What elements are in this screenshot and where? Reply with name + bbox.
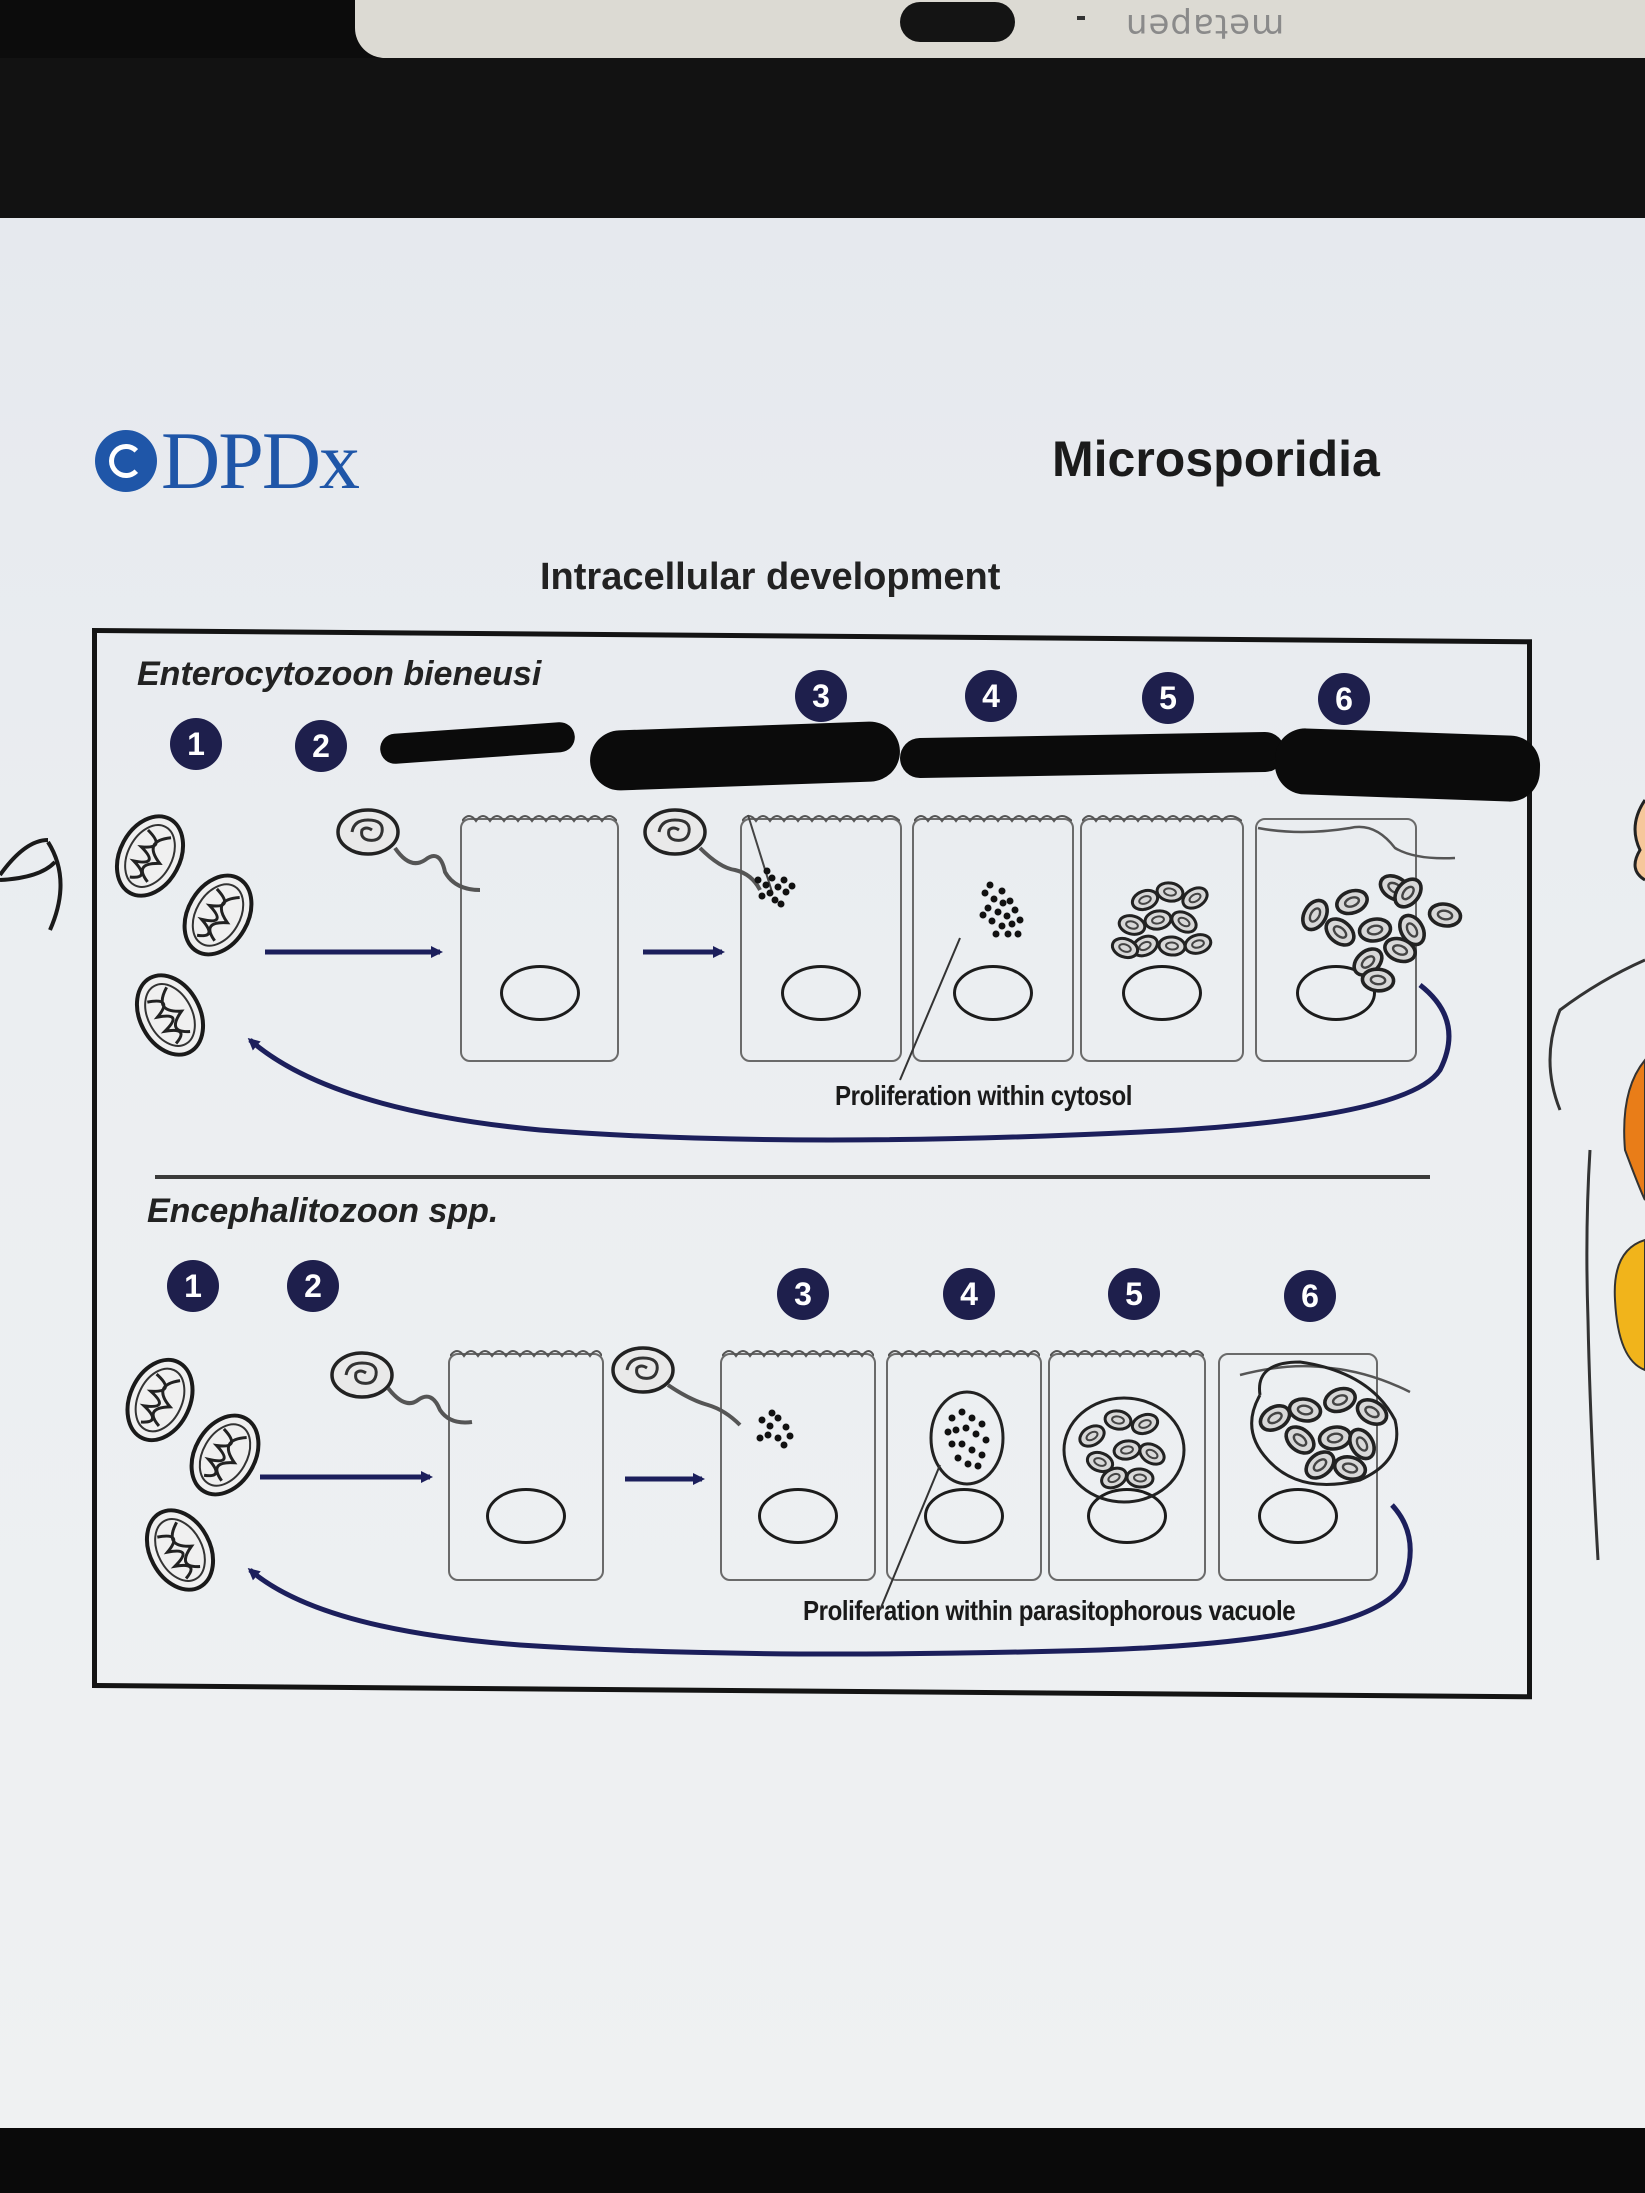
dpdx-logo: DPDx (95, 415, 360, 506)
nucleus (1087, 1488, 1167, 1545)
host-cell (1048, 1350, 1206, 1581)
step-badge-3: 3 (795, 670, 847, 722)
step-badge-5: 5 (1108, 1268, 1160, 1320)
page-title: Microsporidia (1052, 431, 1380, 487)
step-badge-6: 6 (1284, 1270, 1336, 1322)
step-badge-4: 4 (943, 1268, 995, 1320)
nucleus (486, 1488, 566, 1545)
tablet-top-bezel (0, 58, 1645, 218)
nucleus (1296, 964, 1376, 1021)
step-badge-1: 1 (167, 1260, 219, 1312)
section-divider (155, 1175, 1430, 1179)
section-label-encephalitozoon: Encephalitozoon spp. (147, 1192, 499, 1230)
step-badge-5: 5 (1142, 672, 1194, 724)
redaction-mark (899, 731, 1286, 779)
host-cell-rupturing (1218, 1353, 1378, 1581)
redaction-mark (1273, 727, 1542, 803)
nucleus (781, 964, 861, 1021)
tablet-screen (0, 218, 1645, 2128)
host-cell (720, 1350, 876, 1581)
step-badge-2: 2 (295, 720, 347, 772)
host-cell (448, 1350, 604, 1581)
step-badge-4: 4 (965, 670, 1017, 722)
step-badge-2: 2 (287, 1260, 339, 1312)
nucleus (924, 1488, 1004, 1545)
caption-cytosol: Proliferation within cytosol (835, 1080, 1133, 1111)
stylus: metapen (355, 0, 1645, 58)
step-badge-3: 3 (777, 1268, 829, 1320)
nucleus (1258, 1488, 1338, 1545)
host-cell (1080, 815, 1244, 1062)
redaction-mark (589, 720, 901, 792)
nucleus (499, 964, 580, 1021)
host-cell (912, 815, 1074, 1062)
stylus-indicator (1077, 16, 1085, 20)
stylus-brand-label: metapen (1125, 6, 1285, 46)
section-label-enterocytozoon: Enterocytozoon bieneusi (137, 655, 542, 693)
host-cell (460, 815, 619, 1062)
tablet-bottom-bezel (0, 2128, 1645, 2193)
caption-vacuole: Proliferation within parasitophorous vac… (803, 1595, 1296, 1626)
nucleus (1122, 964, 1202, 1021)
host-cell (886, 1350, 1042, 1581)
host-cell (740, 815, 902, 1062)
dpdx-logo-icon (95, 430, 157, 492)
step-badge-1: 1 (170, 718, 222, 770)
logo-text: DPDx (161, 415, 360, 506)
step-badge-6: 6 (1318, 673, 1370, 725)
stylus-cap (900, 2, 1015, 42)
diagram-subtitle: Intracellular development (540, 556, 1001, 598)
host-cell-rupturing (1255, 818, 1417, 1062)
nucleus (758, 1488, 838, 1545)
nucleus (953, 964, 1033, 1021)
